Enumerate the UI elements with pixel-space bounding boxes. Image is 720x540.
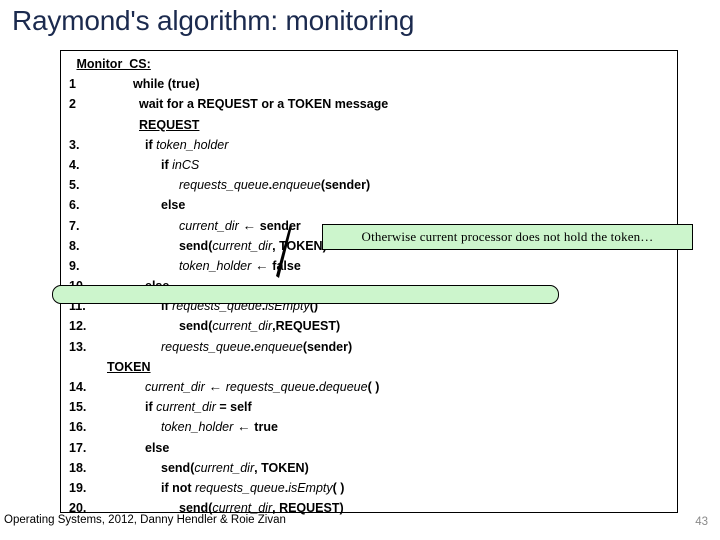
- code-line-text: if token_holder: [145, 137, 229, 152]
- code-line-number: 18.: [69, 460, 87, 475]
- code-line-number: 17.: [69, 440, 87, 455]
- code-line-text: current_dir ← requests_queue.dequeue( ): [145, 379, 380, 394]
- code-line-text: send(current_dir,REQUEST): [179, 319, 341, 334]
- code-line-number: 12.: [69, 319, 87, 334]
- code-line-number: 15.: [69, 400, 87, 415]
- code-line: 4. if inCS: [61, 155, 677, 175]
- code-line: 16. token_holder ← true: [61, 417, 677, 437]
- code-line-number: 14.: [69, 380, 87, 394]
- code-line: 13. requests_queue.enqueue(sender): [61, 337, 677, 357]
- code-line-number: 2: [69, 97, 76, 112]
- code-line: 15. if current_dir = self: [61, 397, 677, 417]
- code-line-text: requests_queue.enqueue(sender): [161, 339, 353, 354]
- code-line-number: 4.: [69, 157, 80, 172]
- callout-note: Otherwise current processor does not hol…: [322, 224, 693, 250]
- code-line-text: requests_queue.enqueue(sender): [179, 178, 371, 193]
- code-line-text: send(current_dir, TOKEN): [179, 238, 327, 253]
- page-number: 43: [695, 516, 708, 528]
- code-line: 3. if token_holder: [61, 135, 677, 155]
- code-line: 6. else: [61, 195, 677, 215]
- code-line: 12. send(current_dir,REQUEST): [61, 316, 677, 336]
- code-line-text: while (true): [133, 77, 200, 92]
- code-line-number: 19.: [69, 480, 87, 495]
- code-line-header: Monitor_CS:: [61, 54, 677, 74]
- code-line: 2 wait for a REQUEST or a TOKEN message: [61, 94, 677, 114]
- code-line-number: 16.: [69, 420, 87, 435]
- page-title: Raymond's algorithm: monitoring: [12, 5, 415, 36]
- algorithm-code-block: Monitor_CS: 1 while (true) 2 wait for a REQ…: [52, 50, 678, 515]
- code-line: 1 while (true): [61, 74, 677, 94]
- code-line-text: TOKEN: [107, 359, 151, 374]
- code-line-number: 6.: [69, 198, 80, 213]
- code-lines-container: Monitor_CS: 1 while (true) 2 wait for a REQ…: [61, 51, 677, 518]
- code-line: TOKEN: [61, 357, 677, 377]
- code-line: 14. current_dir ← requests_queue.dequeue(…: [61, 377, 677, 397]
- code-line-number: 3.: [69, 137, 80, 152]
- code-line-text: if not requests_queue.isEmpty( ): [161, 480, 345, 495]
- callout-pointer-line: [276, 224, 292, 278]
- code-line-text: else: [145, 440, 170, 455]
- code-line: 5. requests_queue.enqueue(sender): [61, 175, 677, 195]
- code-line-text: if current_dir = self: [145, 400, 252, 415]
- code-line-text: send(current_dir, REQUEST): [179, 501, 344, 516]
- code-line: REQUEST: [61, 115, 677, 135]
- code-line: 20. send(current_dir, REQUEST): [61, 498, 677, 518]
- callout-note-text: Otherwise current processor does not hol…: [361, 229, 654, 244]
- footer-credit: Operating Systems, 2012, Danny Hendler &…: [4, 514, 286, 526]
- code-line: 18. send(current_dir, TOKEN): [61, 458, 677, 478]
- code-line: 8. send(current_dir, TOKEN): [61, 236, 677, 256]
- code-line-text: REQUEST: [139, 117, 200, 132]
- code-line-text: token_holder ← true: [161, 419, 278, 435]
- highlighted-line-10: [52, 284, 559, 304]
- code-line-text: wait for a REQUEST or a TOKEN message: [139, 97, 389, 112]
- code-line-number: 9.: [69, 258, 80, 273]
- code-line-number: 1: [69, 77, 76, 92]
- code-line-number: 20.: [69, 501, 87, 516]
- code-line: 17. else: [61, 438, 677, 458]
- code-header-label: Monitor_CS:: [76, 57, 151, 71]
- code-line: 19. if not requests_queue.isEmpty( ): [61, 478, 677, 498]
- code-line-number: 7.: [69, 218, 80, 233]
- code-line-text: if inCS: [161, 157, 200, 172]
- code-line: 9.token_holder ← false: [61, 256, 677, 276]
- code-line-text: else: [161, 198, 186, 213]
- code-line-number: 13.: [69, 339, 87, 354]
- code-line-number: 8.: [69, 238, 80, 253]
- code-line-number: 5.: [69, 178, 80, 193]
- code-line-text: send(current_dir, TOKEN): [161, 460, 309, 475]
